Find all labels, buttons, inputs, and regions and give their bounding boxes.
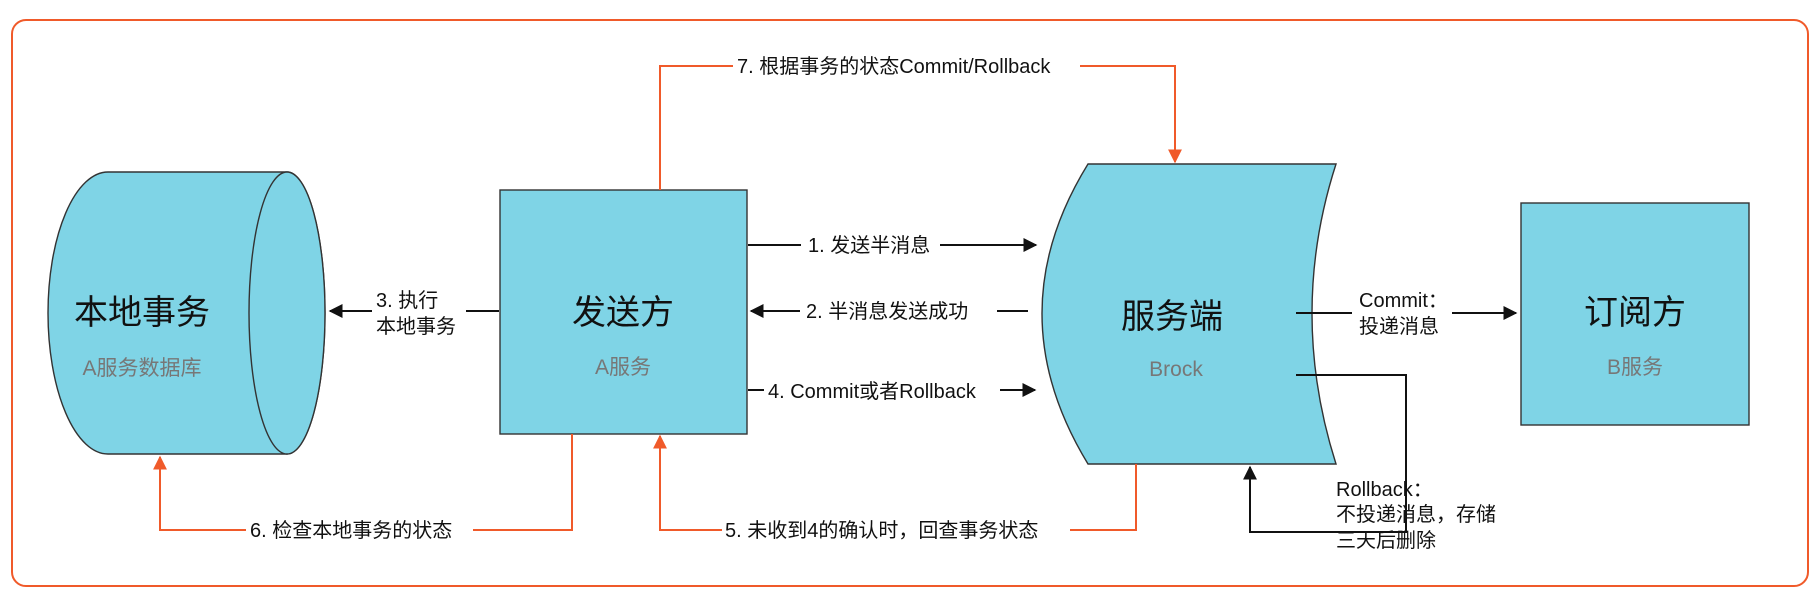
commit-label-line1: Commit： [1359,290,1448,312]
sender-subtitle: A服务 [595,356,651,379]
sender-title: 发送方 [572,294,674,332]
edge-6-check-local-status: 6. 检查本地事务的状态 [153,434,573,542]
rollback-label-line3: 三天后删除 [1336,529,1436,552]
edge-commit-deliver: Commit： 投递消息 [1296,290,1518,338]
rollback-label-line1: Rollback： [1336,479,1433,501]
edge-4-label: 4. Commit或者Rollback [768,380,977,403]
edge-rollback-loop: Rollback： 不投递消息，存储 三天后删除 [1243,374,1496,552]
edge-1-label: 1. 发送半消息 [808,234,930,257]
edge-3-execute-local-transaction: 3. 执行 本地事务 [328,289,499,338]
local-transaction-title: 本地事务 [74,294,210,332]
server-subtitle: Brock [1149,358,1203,381]
edge-1-send-half-message: 1. 发送半消息 [748,234,1038,257]
edge-5-check-back-status: 5. 未收到4的确认时，回查事务状态 [653,434,1137,542]
subscriber-subtitle: B服务 [1607,356,1663,379]
local-transaction-node: 本地事务 A服务数据库 [47,171,326,455]
server-node: 服务端 Brock [1041,163,1337,465]
edge-4-commit-or-rollback: 4. Commit或者Rollback [748,380,1037,403]
server-title: 服务端 [1121,298,1223,336]
edge-3-label-line1: 3. 执行 [376,289,438,312]
edge-5-label: 5. 未收到4的确认时，回查事务状态 [725,519,1038,542]
edge-7-commit-rollback-by-status: 7. 根据事务的状态Commit/Rollback [659,55,1182,190]
commit-label-line2: 投递消息 [1359,315,1439,338]
edge-3-label-line2: 本地事务 [376,315,456,338]
rollback-label-line2: 不投递消息，存储 [1336,503,1496,526]
sender-node: 发送方 A服务 [499,189,748,435]
edge-6-label: 6. 检查本地事务的状态 [250,519,452,542]
subscriber-title: 订阅方 [1584,294,1686,332]
subscriber-node: 订阅方 B服务 [1520,202,1750,426]
edge-2-label: 2. 半消息发送成功 [806,300,968,323]
edge-2-half-message-success: 2. 半消息发送成功 [749,300,1028,323]
outer-frame [11,19,1809,587]
edge-7-label: 7. 根据事务的状态Commit/Rollback [737,55,1051,78]
local-transaction-subtitle: A服务数据库 [82,357,201,380]
